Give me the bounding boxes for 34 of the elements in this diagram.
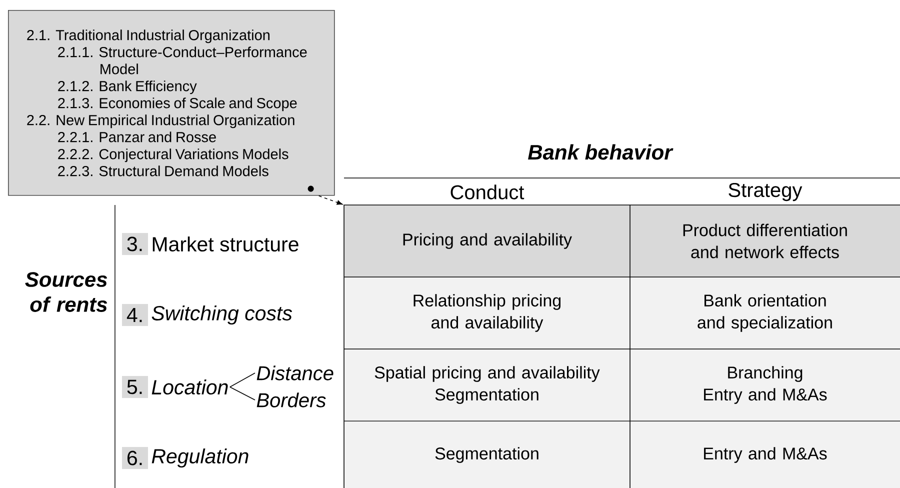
table-cell: Product differentiation and network effects [630, 205, 900, 277]
row-group-heading: Sources of rents [25, 272, 108, 312]
node-label: Relationship pricing and availability [414, 294, 561, 332]
node-label: Segmentation [435, 447, 538, 463]
table-cell: Pricing and availability [344, 205, 630, 277]
section-number: 6. [122, 447, 148, 469]
column-group-heading: Bank behavior [528, 144, 674, 160]
table-cell: Relationship pricing and availability [344, 277, 630, 349]
table-cell: Branching Entry and M&As [630, 349, 900, 421]
branch-line [230, 372, 256, 388]
section-number: 3. [122, 233, 148, 255]
table-cell: Segmentation [344, 421, 630, 488]
section-number: 4. [122, 304, 148, 326]
node-label: Entry and M&As [704, 388, 827, 404]
branch-line [230, 386, 256, 400]
table-cell: Spatial pricing and availability Segmentation [344, 349, 630, 421]
node-label: Branching [728, 366, 802, 382]
table-cell: Bank orientation and specialization [630, 277, 900, 349]
branch-label: Borders [256, 392, 326, 408]
node-label: Pricing and availability [403, 233, 572, 249]
row-label: Market structure [152, 236, 298, 252]
row-label: Switching costs [152, 305, 292, 325]
node-label: Entry and M&As [704, 447, 827, 463]
leader-arrow [318, 195, 343, 205]
node-label: Segmentation [435, 388, 538, 404]
branch-label: Distance [256, 366, 334, 380]
row-label: Location [152, 379, 228, 395]
outline-box: 2.1. Traditional Industrial Organization 2.1.1. Structure-Conduct–Performance Model 2.1.2. Bank Efficiency 2.1.3. Economies of Scale and Scope 2.2. New Empirical Industrial Organization 2.2.1. Panzar and Rosse 2.2.2. Conjectural Variations Models 2.2.3. Structural Demand Models [8, 10, 335, 196]
node-label: Bank orientation and specialization [698, 294, 832, 332]
node-label: Spatial pricing and availability [374, 366, 600, 382]
row-label: Regulation [152, 448, 248, 468]
node-label: Product differentiation and network effects [683, 224, 847, 258]
section-number: 5. [122, 376, 148, 398]
table-cell: Entry and M&As [630, 421, 900, 488]
